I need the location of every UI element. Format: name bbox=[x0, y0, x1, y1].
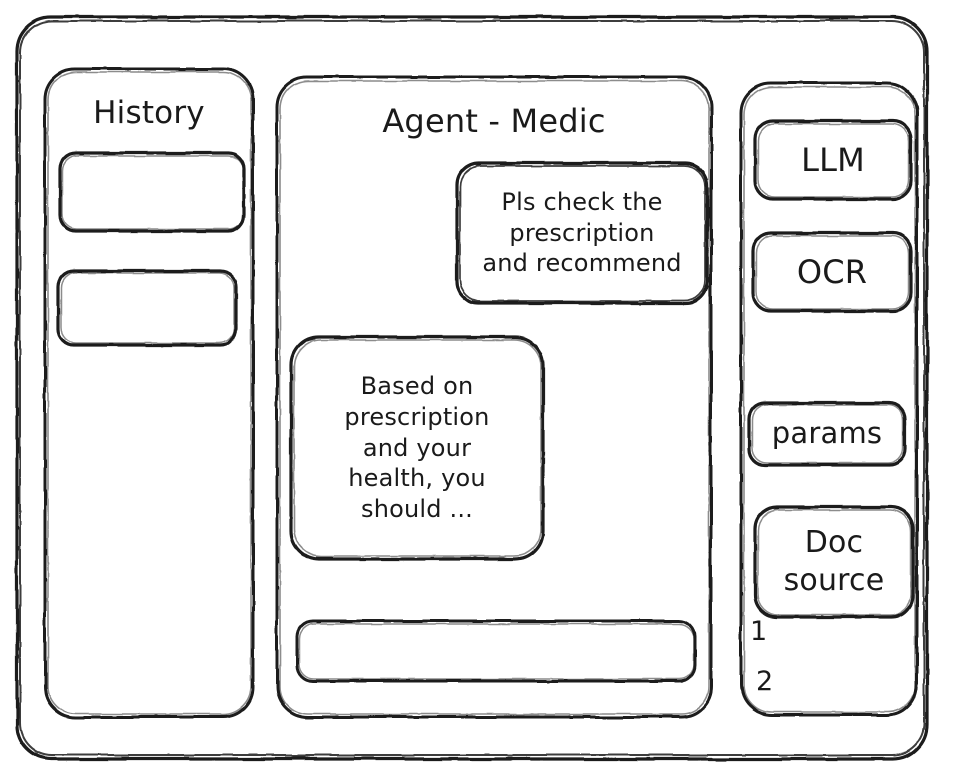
tool-button-params-label: params bbox=[771, 416, 883, 451]
history-panel-title: History bbox=[93, 95, 205, 132]
history-item[interactable] bbox=[57, 150, 247, 234]
agent-panel-title: Agent - Medic bbox=[382, 101, 606, 140]
doc-source-list-item[interactable]: 1 bbox=[750, 615, 768, 647]
history-item[interactable] bbox=[55, 268, 239, 348]
composer-input[interactable] bbox=[294, 618, 698, 684]
tool-button-doc-source-label: Doc source bbox=[783, 524, 885, 598]
tool-button-ocr-label: OCR bbox=[796, 252, 868, 291]
user-message-text: Pls check the prescription and recommend bbox=[482, 187, 682, 278]
tool-button-llm-label: LLM bbox=[801, 140, 865, 179]
assistant-message-text: Based on prescription and your health, y… bbox=[344, 372, 490, 524]
doc-source-list-item[interactable]: 2 bbox=[756, 665, 774, 697]
